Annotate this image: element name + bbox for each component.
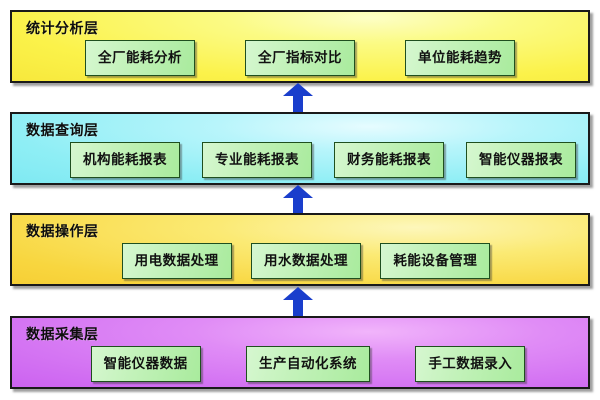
layer-title-data-operation: 数据操作层 <box>26 224 99 240</box>
layer-panel-statistical-analysis: 统计分析层 全厂能耗分析 全厂指标对比 单位能耗趋势 <box>10 10 590 83</box>
arrow-up-icon-acquisition-to-operation <box>283 287 313 317</box>
node-zhineng-yiqi-shuju[interactable]: 智能仪器数据 <box>90 346 201 382</box>
node-zhineng-yiqi-baobiao[interactable]: 智能仪器报表 <box>466 142 576 178</box>
layer-title-data-acquisition: 数据采集层 <box>26 327 99 343</box>
node-quanchang-nenghao-fenxi[interactable]: 全厂能耗分析 <box>85 40 195 76</box>
node-shougong-shuju-luru[interactable]: 手工数据录入 <box>415 346 526 382</box>
layer-title-statistical-analysis: 统计分析层 <box>26 21 99 37</box>
node-haoneng-shebei-guanli[interactable]: 耗能设备管理 <box>380 243 491 279</box>
arrow-head <box>283 185 313 198</box>
node-danwei-nenghao-qushi[interactable]: 单位能耗趋势 <box>405 40 515 76</box>
layer-title-data-query: 数据查询层 <box>26 123 99 139</box>
arrow-head <box>283 287 313 300</box>
node-quanchang-zhibiao-duibi[interactable]: 全厂指标对比 <box>245 40 355 76</box>
layer-panel-data-operation: 数据操作层 用电数据处理 用水数据处理 耗能设备管理 <box>10 213 590 286</box>
node-zhuanye-nenghao-baobiao[interactable]: 专业能耗报表 <box>202 142 312 178</box>
arrow-head <box>283 83 313 96</box>
node-caiwu-nenghao-baobiao[interactable]: 财务能耗报表 <box>334 142 444 178</box>
node-shengchan-zidonghua-xitong[interactable]: 生产自动化系统 <box>245 346 370 382</box>
arrow-up-icon-query-to-analysis <box>283 83 313 113</box>
arrow-up-icon-operation-to-query <box>283 185 313 215</box>
node-yongshui-shuju-chuli[interactable]: 用水数据处理 <box>250 243 361 279</box>
node-row-statistical-analysis: 全厂能耗分析 全厂指标对比 单位能耗趋势 <box>12 38 588 78</box>
node-row-data-query: 机构能耗报表 专业能耗报表 财务能耗报表 智能仪器报表 <box>12 140 588 180</box>
arrow-shaft <box>293 93 303 113</box>
node-jigou-nenghao-baobiao[interactable]: 机构能耗报表 <box>70 142 180 178</box>
node-row-data-acquisition: 智能仪器数据 生产自动化系统 手工数据录入 <box>12 344 588 384</box>
node-row-data-operation: 用电数据处理 用水数据处理 耗能设备管理 <box>12 241 588 281</box>
layer-panel-data-acquisition: 数据采集层 智能仪器数据 生产自动化系统 手工数据录入 <box>10 316 590 389</box>
arrow-shaft <box>293 297 303 317</box>
arrow-shaft <box>293 195 303 215</box>
node-yongdian-shuju-chuli[interactable]: 用电数据处理 <box>121 243 232 279</box>
layer-panel-data-query: 数据查询层 机构能耗报表 专业能耗报表 财务能耗报表 智能仪器报表 <box>10 112 590 185</box>
